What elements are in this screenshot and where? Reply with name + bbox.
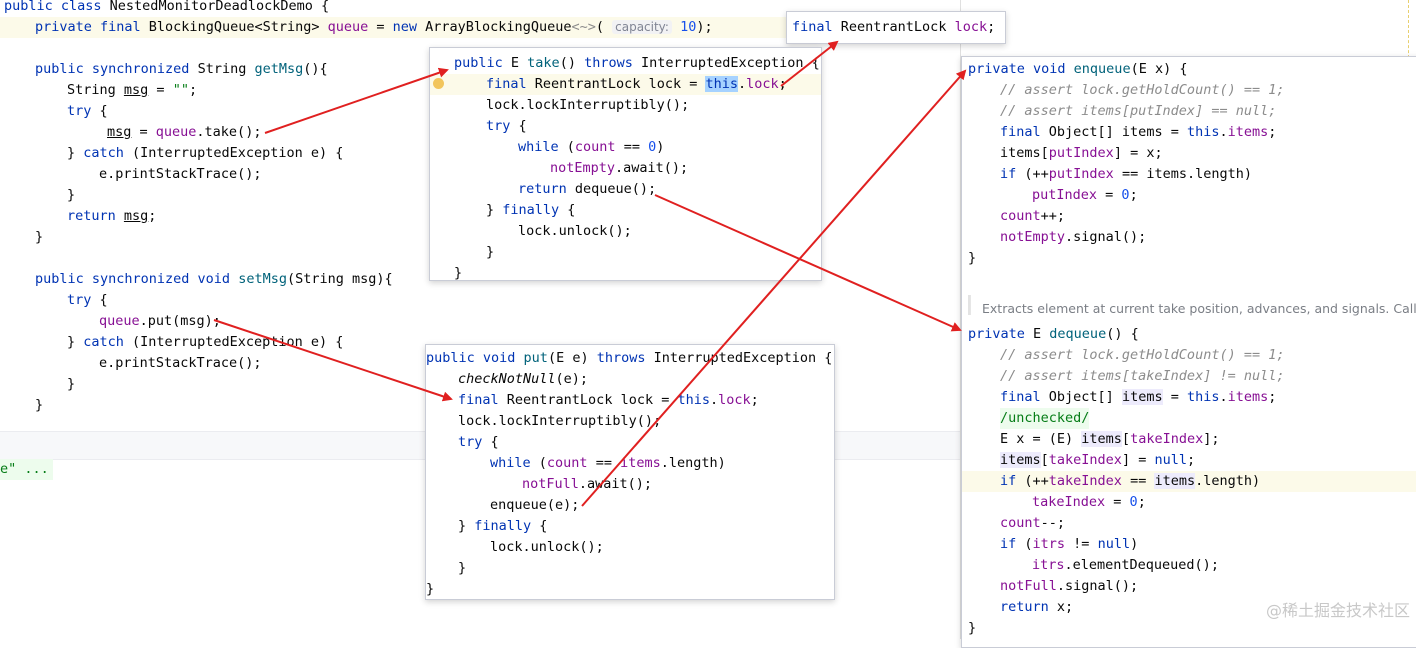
- dequeue-line: if (itrs != null): [1000, 536, 1139, 552]
- put-line: lock.lockInterruptibly();: [458, 413, 662, 429]
- doc-guide: [968, 295, 971, 315]
- code-line-close: }: [67, 187, 76, 203]
- dequeue-line: items[takeIndex] = null;: [1000, 452, 1196, 468]
- dequeue-line: }: [968, 620, 977, 636]
- code-line-return: return msg;: [67, 208, 157, 224]
- put-line: } finally {: [458, 518, 548, 534]
- popup-queue-internals[interactable]: private void enqueue(E x) { // assert lo…: [961, 56, 1416, 648]
- take-line: notEmpty.await();: [550, 160, 689, 176]
- code-line-print: e.printStackTrace();: [99, 166, 262, 182]
- enqueue-line: // assert lock.getHoldCount() == 1;: [1000, 82, 1285, 98]
- popup-put-method[interactable]: public void put(E e) throws InterruptedE…: [425, 344, 835, 600]
- code-line-1: public class NestedMonitorDeadlockDemo {: [4, 0, 330, 14]
- take-line: while (count == 0): [518, 139, 665, 155]
- code-line-close: }: [35, 229, 44, 245]
- enqueue-line: if (++putIndex == items.length): [1000, 166, 1252, 182]
- put-line: lock.unlock();: [490, 539, 604, 555]
- take-line: lock.lockInterruptibly();: [486, 97, 690, 113]
- take-line: }: [454, 265, 463, 281]
- put-line: while (count == items.length): [490, 455, 726, 471]
- put-line: try {: [458, 434, 499, 450]
- dequeue-line: private E dequeue() {: [968, 326, 1139, 342]
- dequeue-line: itrs.elementDequeued();: [1032, 557, 1219, 573]
- output-snippet: e" ...: [0, 459, 53, 480]
- doc-comment: Extracts element at current take positio…: [982, 301, 1416, 316]
- popup-lock-field[interactable]: final ReentrantLock lock;: [786, 11, 1006, 44]
- enqueue-line: final Object[] items = this.items;: [1000, 124, 1277, 140]
- dequeue-line: // assert items[takeIndex] != null;: [1000, 368, 1285, 384]
- dequeue-line: count--;: [1000, 515, 1066, 531]
- lightbulb-icon[interactable]: [433, 78, 444, 89]
- dequeue-line: return x;: [1000, 599, 1074, 615]
- put-line: public void put(E e) throws InterruptedE…: [426, 350, 833, 366]
- code-line-try: try {: [67, 292, 108, 308]
- take-line: lock.unlock();: [518, 223, 632, 239]
- dequeue-line: if (++takeIndex == items.length): [1000, 473, 1261, 489]
- take-line: public E take() throws InterruptedExcept…: [454, 55, 820, 71]
- put-line: checkNotNull(e);: [458, 371, 589, 387]
- dequeue-line: notFull.signal();: [1000, 578, 1139, 594]
- put-line: }: [426, 581, 435, 597]
- popup-take-method[interactable]: public E take() throws InterruptedExcept…: [429, 47, 822, 281]
- code-line-try: try {: [67, 103, 108, 119]
- code-line-catch: } catch (InterruptedException e) {: [67, 145, 344, 161]
- code-line-close: }: [35, 397, 44, 413]
- enqueue-line: // assert items[putIndex] == null;: [1000, 103, 1277, 119]
- enqueue-line: putIndex = 0;: [1032, 187, 1138, 203]
- code-line-msg-decl: String msg = "";: [67, 82, 198, 98]
- param-hint: capacity:: [612, 20, 672, 34]
- dequeue-line: /unchecked/: [1000, 408, 1090, 429]
- put-line: enqueue(e);: [490, 497, 580, 513]
- dequeue-line: takeIndex = 0;: [1032, 494, 1146, 510]
- take-line: final ReentrantLock lock = this.lock;: [486, 76, 787, 92]
- enqueue-line: count++;: [1000, 208, 1066, 224]
- code-line-setmsg: public synchronized void setMsg(String m…: [35, 271, 393, 287]
- code-line-close: }: [67, 376, 76, 392]
- dequeue-line: // assert lock.getHoldCount() == 1;: [1000, 347, 1285, 363]
- put-line: notFull.await();: [522, 476, 653, 492]
- take-line: try {: [486, 118, 527, 134]
- dequeue-line: E x = (E) items[takeIndex];: [1000, 431, 1220, 447]
- take-line: }: [486, 244, 495, 260]
- put-line: }: [458, 560, 467, 576]
- code-line-print: e.printStackTrace();: [99, 355, 262, 371]
- put-line: final ReentrantLock lock = this.lock;: [458, 392, 759, 408]
- take-line: return dequeue();: [518, 181, 657, 197]
- enqueue-line: notEmpty.signal();: [1000, 229, 1147, 245]
- enqueue-line: private void enqueue(E x) {: [968, 61, 1188, 77]
- enqueue-line: items[putIndex] = x;: [1000, 145, 1163, 161]
- dequeue-line: final Object[] items = this.items;: [1000, 389, 1277, 405]
- code-line-put-call: queue.put(msg);: [99, 313, 221, 329]
- lock-field-line: final ReentrantLock lock;: [792, 19, 996, 35]
- enqueue-line: }: [968, 250, 977, 266]
- code-line-getmsg: public synchronized String getMsg(){: [35, 61, 328, 77]
- current-line-highlight: [0, 17, 960, 38]
- code-line-2: private final BlockingQueue<String> queu…: [35, 19, 713, 35]
- watermark: @稀土掘金技术社区: [1265, 601, 1410, 620]
- take-line: } finally {: [486, 202, 576, 218]
- code-line-catch: } catch (InterruptedException e) {: [67, 334, 344, 350]
- code-line-take-call: msg = queue.take();: [107, 124, 262, 140]
